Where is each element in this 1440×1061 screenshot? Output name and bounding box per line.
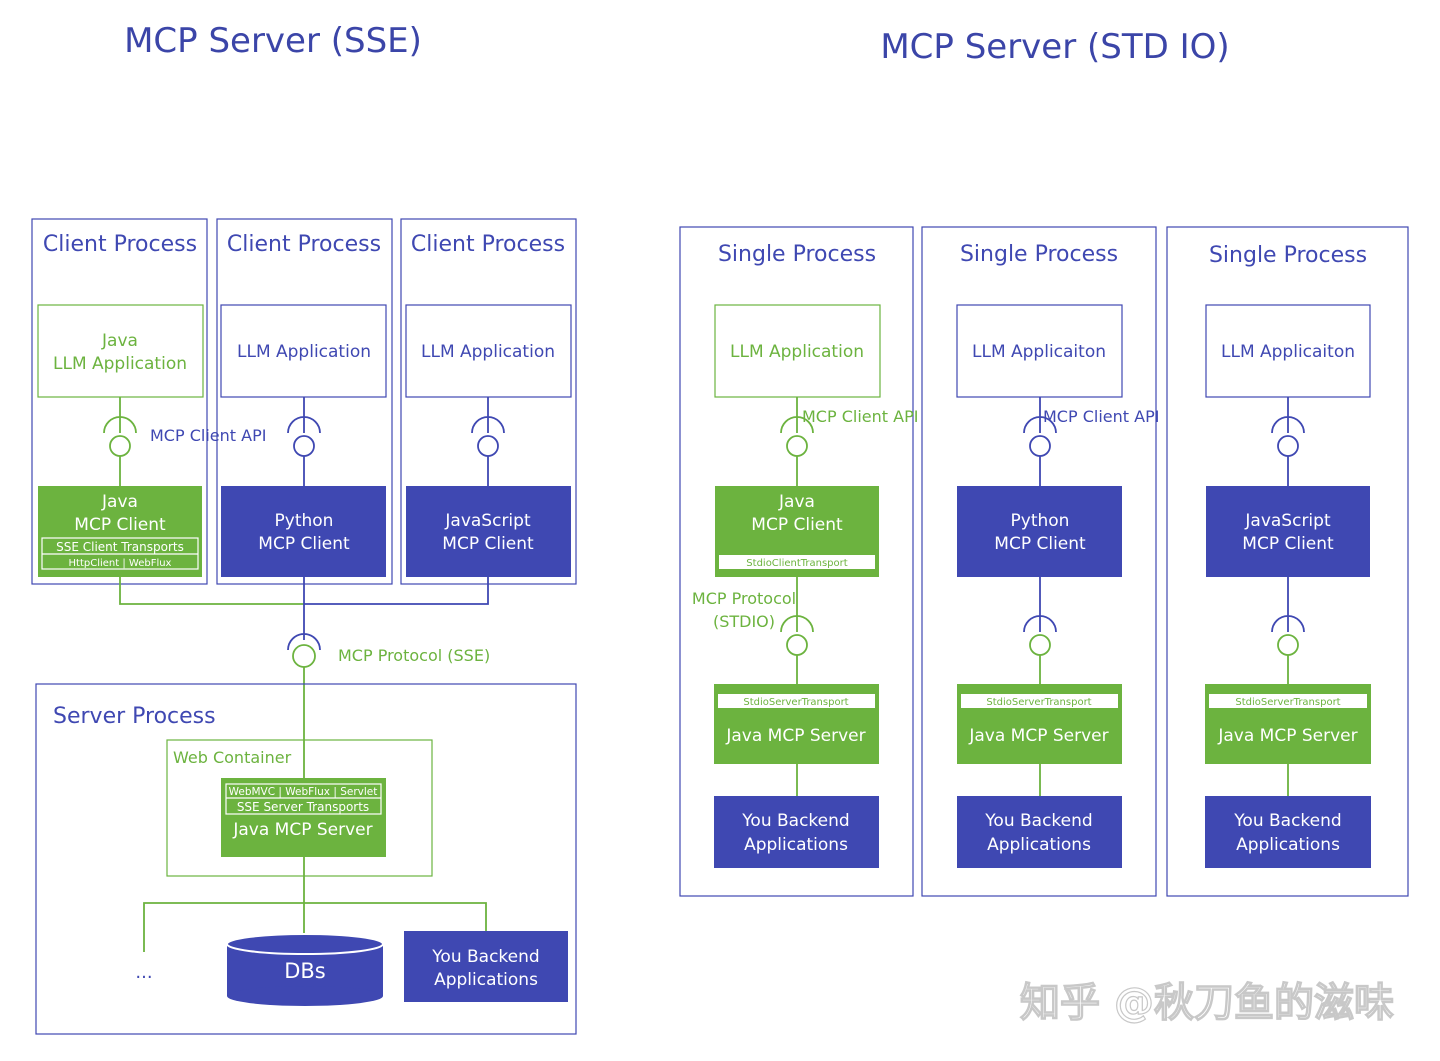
backend-apps-label: Applications — [434, 970, 538, 990]
llm-app-label: LLM Applicaiton — [1221, 342, 1355, 362]
client-api-label: MCP Client API — [1043, 407, 1159, 426]
mcp-client-label: Python — [1011, 511, 1070, 531]
java-mcp-server-box — [221, 778, 386, 857]
client-api-label: MCP Client API — [802, 407, 918, 426]
stdio-server-transport-box — [718, 694, 875, 708]
javascript-mcp-client-box — [1206, 486, 1370, 577]
mcp-client-label: Python — [275, 511, 334, 531]
client-api-connector — [103, 397, 137, 486]
java-mcp-server-label: Java MCP Server — [232, 820, 372, 840]
single-process-label: Single Process — [718, 242, 876, 267]
sse-client-transport-impl: HttpClient | WebFlux — [69, 558, 172, 569]
mcp-client-label: MCP Client — [751, 515, 843, 535]
java-mcp-server-label: Java MCP Server — [968, 726, 1108, 746]
stdio-title: MCP Server (STD IO) — [880, 27, 1229, 67]
sse-server-transport-label: SSE Server Transports — [237, 800, 369, 814]
client-api-connector — [1271, 397, 1305, 486]
llm-app-box — [714, 304, 881, 398]
javascript-mcp-client-box — [406, 486, 571, 577]
stdio-client-transport-label: StdioClientTransport — [746, 558, 847, 569]
mcp-client-label: JavaScript — [444, 511, 531, 531]
mcp-client-label: MCP Client — [994, 534, 1086, 554]
client-api-connector — [780, 397, 814, 486]
backend-apps-box — [1205, 796, 1371, 868]
backend-apps-label: Applications — [744, 835, 848, 855]
mcp-client-label: MCP Client — [1242, 534, 1334, 554]
stdio-protocol-connector — [1271, 577, 1305, 684]
mcp-client-label: Java — [101, 492, 138, 512]
stdio-server-transport-label: StdioServerTransport — [743, 697, 848, 708]
llm-app-label: LLM Application — [237, 342, 371, 362]
client-process-label: Client Process — [411, 232, 565, 257]
sse-title: MCP Server (SSE) — [124, 21, 422, 61]
server-impl-label: WebMVC | WebFlux | Servlet — [229, 786, 378, 798]
web-container-box — [166, 739, 433, 877]
llm-app-box — [1205, 304, 1371, 398]
llm-app-label: LLM Application — [53, 354, 187, 374]
java-mcp-client-box — [38, 486, 202, 577]
single-process-box — [1166, 226, 1409, 897]
client-process-label: Client Process — [43, 232, 197, 257]
mcp-client-label: MCP Client — [442, 534, 534, 554]
single-process-box — [679, 226, 914, 897]
sse-server-transport-box — [225, 783, 382, 815]
stdio-protocol-label: (STDIO) — [713, 612, 775, 631]
backend-apps-label: You Backend — [1233, 811, 1341, 831]
sse-client-transport-label: SSE Client Transports — [56, 540, 184, 554]
sse-protocol-connector — [287, 633, 321, 778]
client-api-label: MCP Client API — [150, 426, 266, 445]
server-process-label: Server Process — [53, 704, 216, 729]
stdio-protocol-connector — [780, 577, 814, 684]
watermark: 知乎 @秋刀鱼的滋味 — [1020, 980, 1394, 1026]
mcp-client-label: MCP Client — [258, 534, 350, 554]
backend-apps-label: You Backend — [984, 811, 1092, 831]
python-mcp-client-box — [957, 486, 1122, 577]
stdio-protocol-connector — [1023, 577, 1057, 684]
llm-app-box — [37, 304, 204, 398]
backend-apps-box — [957, 796, 1122, 868]
server-backend-links — [143, 857, 487, 952]
mcp-client-label: JavaScript — [1244, 511, 1331, 531]
backend-apps-label: Applications — [987, 835, 1091, 855]
backend-apps-label: You Backend — [431, 947, 539, 967]
llm-app-label: LLM Application — [730, 342, 864, 362]
stdio-server-transport-box — [961, 694, 1118, 708]
client-process-label: Client Process — [227, 232, 381, 257]
stdio-client-transport-box — [719, 555, 875, 569]
single-process-box — [921, 226, 1157, 897]
more-backends-ellipsis: ... — [135, 962, 152, 983]
single-process-label: Single Process — [1209, 243, 1367, 268]
stdio-server-transport-label: StdioServerTransport — [1235, 697, 1340, 708]
mcp-client-label: Java — [778, 492, 815, 512]
mcp-client-label: MCP Client — [74, 515, 166, 535]
db-label: DBs — [284, 959, 326, 983]
python-mcp-client-box — [221, 486, 386, 577]
javascript-client-link — [304, 577, 489, 605]
java-client-link — [119, 577, 304, 605]
client-api-connector — [1023, 397, 1057, 486]
backend-apps-label: Applications — [1236, 835, 1340, 855]
java-mcp-server-label: Java MCP Server — [1217, 726, 1357, 746]
llm-app-label: LLM Application — [421, 342, 555, 362]
llm-app-box — [220, 304, 387, 398]
llm-app-label: LLM Applicaiton — [972, 342, 1106, 362]
sse-protocol-label: MCP Protocol (SSE) — [338, 646, 490, 665]
java-mcp-server-label: Java MCP Server — [725, 726, 865, 746]
client-api-connector — [471, 397, 505, 486]
llm-app-label: Java — [101, 331, 138, 351]
stdio-server-transport-box — [1209, 694, 1367, 708]
server-process-box — [35, 683, 577, 1035]
stdio-protocol-label: MCP Protocol — [692, 589, 796, 608]
backend-apps-box — [714, 796, 879, 868]
client-api-connector — [287, 397, 321, 486]
backend-apps-label: You Backend — [741, 811, 849, 831]
web-container-label: Web Container — [173, 748, 292, 767]
db-cylinder — [226, 933, 384, 1006]
backend-apps-box — [404, 931, 568, 1002]
stdio-server-transport-label: StdioServerTransport — [986, 697, 1091, 708]
single-process-label: Single Process — [960, 242, 1118, 267]
